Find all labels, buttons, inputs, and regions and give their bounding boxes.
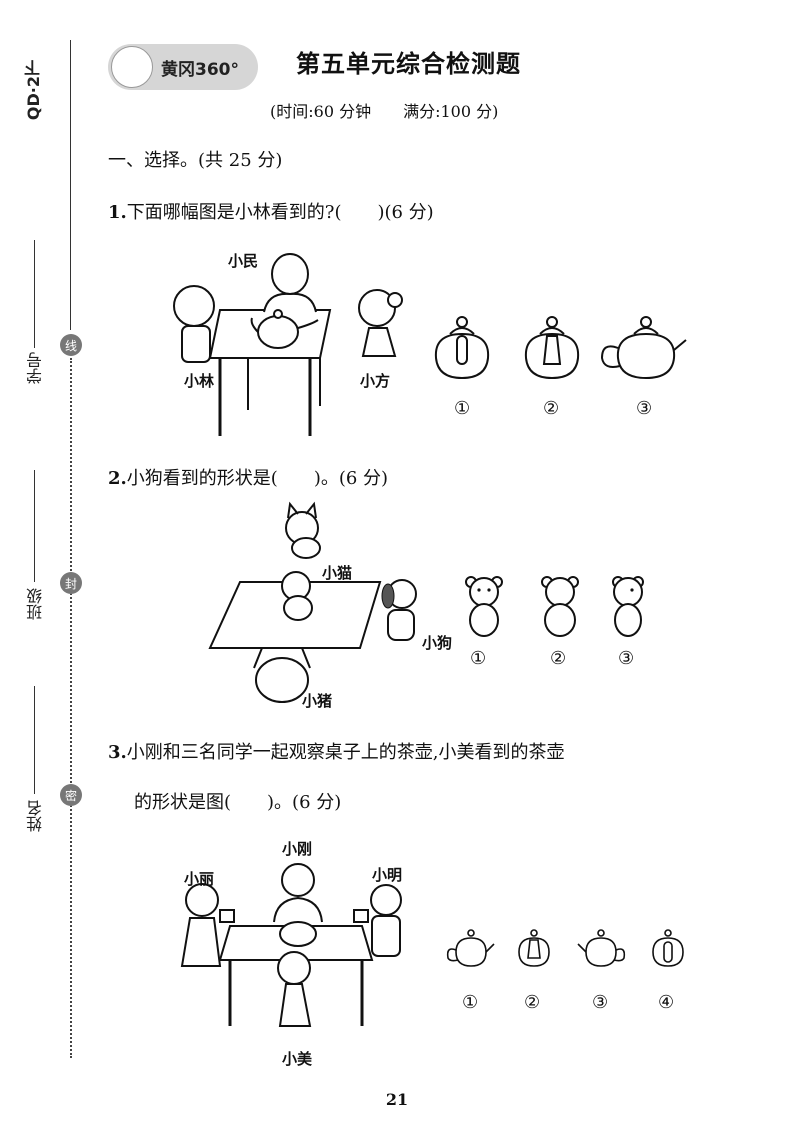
question-2: 2.小狗看到的形状是( )。(6 分) xyxy=(108,464,388,490)
q2-scene-illustration xyxy=(208,501,382,703)
binding-dotted-line xyxy=(70,358,72,1058)
label-dog: 小狗 xyxy=(422,634,453,652)
question-3-number: 3. xyxy=(108,742,127,763)
question-3-line-2: 的形状是图( )。(6 分) xyxy=(134,792,342,813)
label-xiaoli: 小丽 xyxy=(184,870,215,888)
q2-option-2-bear-back-icon xyxy=(541,576,579,637)
student-id-blank[interactable] xyxy=(34,240,35,348)
q1-option-1-label[interactable]: ① xyxy=(454,398,471,419)
edition-label: QD·2下 xyxy=(24,60,43,121)
question-3-line-1: 3.小刚和三名同学一起观察桌子上的茶壶,小美看到的茶壶 xyxy=(108,738,565,764)
q1-right-girl-illustration xyxy=(358,289,403,357)
mascot-logo-icon xyxy=(111,46,153,88)
brand-badge: 黄冈360° xyxy=(108,44,258,90)
section-heading: 一、选择。(共 25 分) xyxy=(108,150,283,171)
q3-option-1-teapot-icon xyxy=(446,929,495,967)
label-pig: 小猪 xyxy=(302,692,333,710)
student-id-label: 学号 xyxy=(26,352,45,384)
q1-scene-illustration xyxy=(173,253,332,436)
q3-option-4-label[interactable]: ④ xyxy=(658,992,675,1013)
class-label: 班级 xyxy=(26,588,45,620)
seal-feng: 封 xyxy=(60,572,82,594)
q3-scene-illustration xyxy=(180,863,402,1027)
label-xiaoming: 小明 xyxy=(372,866,403,884)
page-title: 第五单元综合检测题 xyxy=(296,50,521,78)
q3-option-2-label[interactable]: ② xyxy=(524,992,541,1013)
label-xiaofang: 小方 xyxy=(360,372,391,390)
question-2-number: 2. xyxy=(108,468,127,489)
q2-option-2-label[interactable]: ② xyxy=(550,648,567,669)
q1-option-2-label[interactable]: ② xyxy=(543,398,560,419)
label-xiaomei: 小美 xyxy=(282,1050,313,1068)
q2-option-1-bear-front-icon xyxy=(465,576,503,637)
q1-option-2-teapot-icon xyxy=(524,316,580,380)
seal-mi: 密 xyxy=(60,784,82,806)
q3-option-2-teapot-icon xyxy=(518,929,550,967)
exam-info: (时间:60 分钟 满分:100 分) xyxy=(270,102,499,121)
page-number: 21 xyxy=(385,1090,409,1109)
question-3-text-1: 小刚和三名同学一起观察桌子上的茶壶,小美看到的茶壶 xyxy=(126,742,565,763)
question-1: 1.下面哪幅图是小林看到的?( )(6 分) xyxy=(108,198,434,224)
q2-option-3-label[interactable]: ③ xyxy=(618,648,635,669)
q1-option-3-label[interactable]: ③ xyxy=(636,398,653,419)
question-2-text: 小狗看到的形状是( )。(6 分) xyxy=(126,468,389,489)
name-label: 姓名 xyxy=(26,800,45,832)
q2-option-3-bear-side-icon xyxy=(612,576,644,637)
label-cat: 小猫 xyxy=(322,564,353,582)
label-xiaomin: 小民 xyxy=(228,252,259,270)
brand-text: 黄冈360° xyxy=(161,59,239,80)
label-xiaogang: 小刚 xyxy=(282,840,313,858)
q1-option-3-teapot-icon xyxy=(600,316,687,380)
q3-option-1-label[interactable]: ① xyxy=(462,992,479,1013)
q3-option-3-teapot-icon xyxy=(577,929,626,967)
q1-option-1-teapot-icon xyxy=(434,316,490,380)
q2-option-1-label[interactable]: ① xyxy=(470,648,487,669)
class-blank[interactable] xyxy=(34,470,35,582)
question-1-number: 1. xyxy=(108,202,127,223)
seal-xian: 线 xyxy=(60,334,82,356)
q3-option-3-label[interactable]: ③ xyxy=(592,992,609,1013)
label-xiaolin: 小林 xyxy=(184,372,215,390)
binding-line-top xyxy=(70,40,71,330)
question-1-text: 下面哪幅图是小林看到的?( )(6 分) xyxy=(126,202,434,223)
name-blank[interactable] xyxy=(34,686,35,794)
q3-option-4-teapot-icon xyxy=(652,929,684,967)
q2-dog-illustration xyxy=(381,579,417,641)
